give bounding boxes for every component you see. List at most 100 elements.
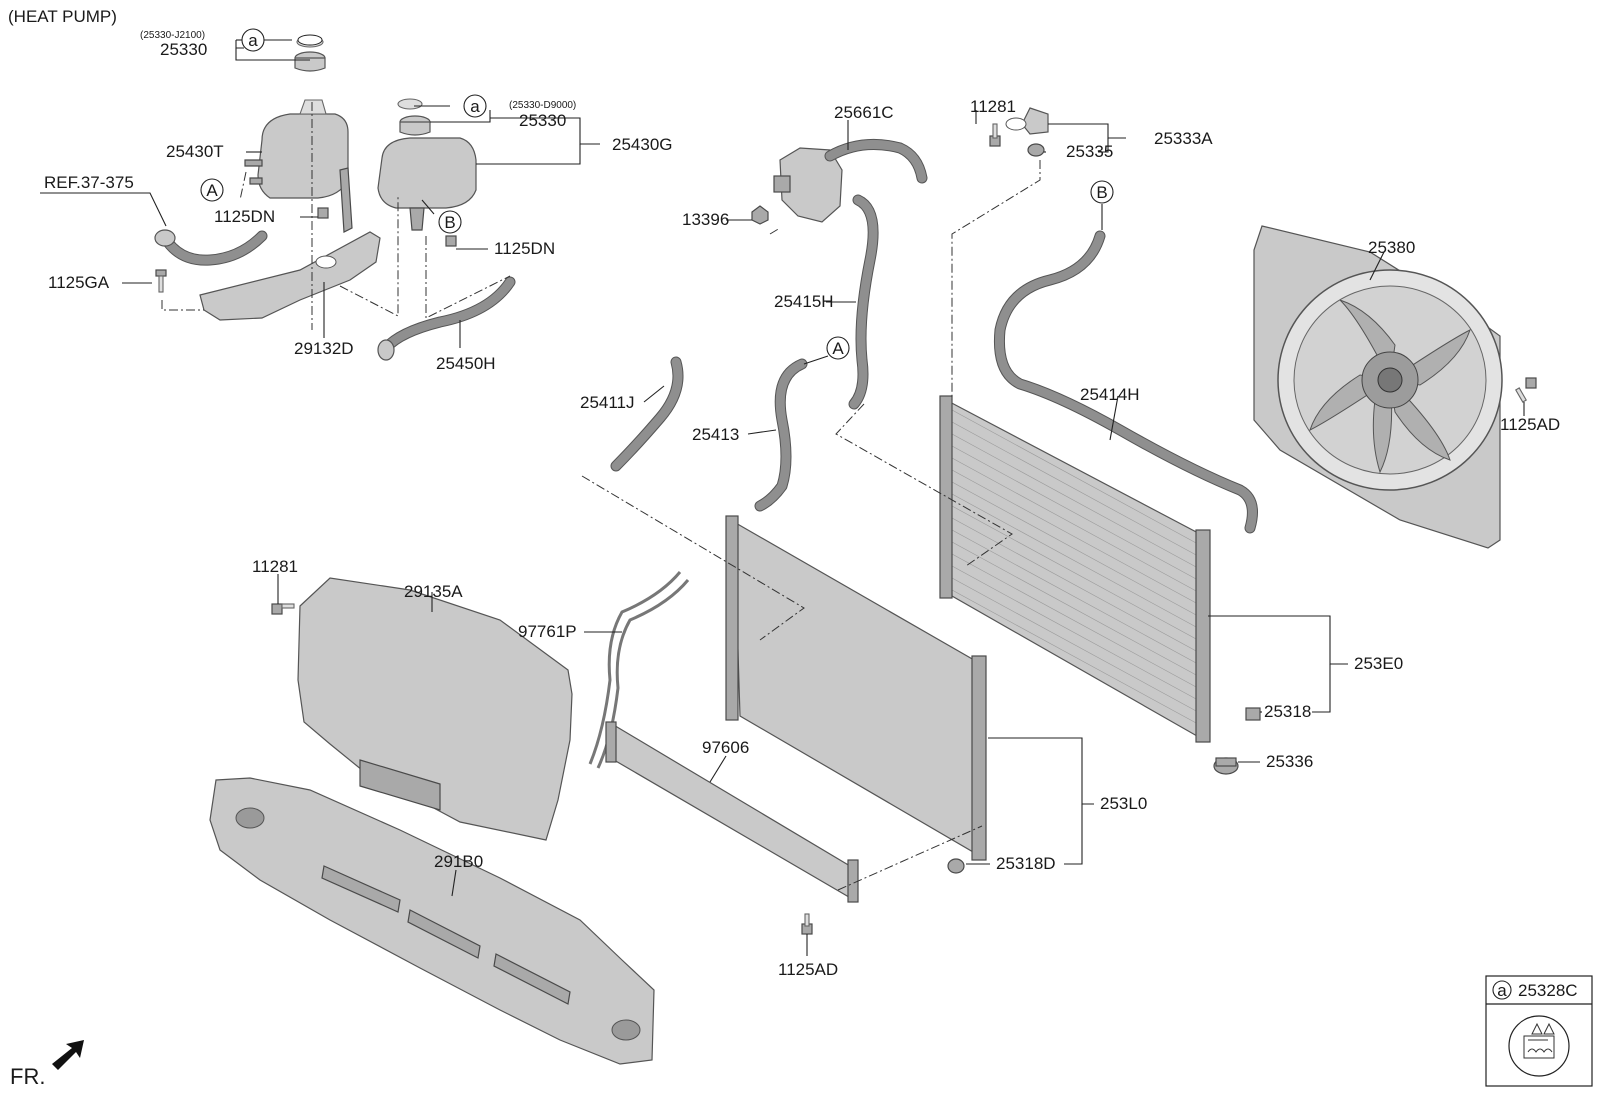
bolt-1125ad-bottom[interactable]	[801, 913, 813, 935]
bolt-1125ad-right[interactable]	[1515, 377, 1537, 403]
lower-guard-291b0[interactable]	[209, 777, 655, 1065]
label-bolt-1125ga[interactable]: 1125GA	[48, 273, 110, 292]
reservoir-25430t[interactable]	[244, 36, 349, 199]
bolt-11281-left[interactable]	[271, 603, 295, 615]
front-indicator: FR.	[10, 1040, 84, 1089]
radiator-253l0[interactable]	[725, 515, 987, 861]
radiator-fin-line	[951, 457, 1199, 593]
legend-callout-a: a	[1497, 981, 1507, 1000]
svg-text:A: A	[832, 339, 844, 358]
label-bolt-1125dn-1[interactable]: 1125DN	[214, 207, 275, 226]
radiator-fin-line	[951, 445, 1199, 581]
reservoir-25430g[interactable]	[377, 98, 477, 231]
callout-B-2[interactable]: B	[1090, 180, 1114, 204]
label-bracket[interactable]: 29132D	[294, 339, 354, 358]
radiator-fin-line	[951, 433, 1199, 569]
label-radiator-right[interactable]: 253E0	[1354, 654, 1403, 673]
svg-text:A: A	[206, 181, 218, 200]
svg-text:B: B	[1096, 183, 1107, 202]
label-part-25335[interactable]: 25335	[1066, 142, 1113, 161]
bolt-1125ga[interactable]	[155, 269, 167, 293]
warning-label-icon	[1508, 1015, 1570, 1077]
pipe-97761p[interactable]	[588, 571, 690, 769]
label-hose-25413[interactable]: 25413	[692, 425, 739, 444]
radiator-fin-line	[951, 565, 1199, 701]
mount-25336[interactable]	[1213, 757, 1239, 775]
legend-part-number: 25328C	[1518, 981, 1578, 1000]
svg-text:a: a	[248, 31, 258, 50]
radiator-fin-line	[951, 541, 1199, 677]
callout-A-2[interactable]: A	[826, 336, 850, 360]
label-ref[interactable]: REF.37-375	[44, 173, 134, 192]
radiator-fin-line	[951, 421, 1199, 557]
label-valve[interactable]: 25661C	[834, 103, 894, 122]
label-nut-13396[interactable]: 13396	[682, 210, 729, 229]
o-ring-icon-1	[297, 34, 323, 46]
ref-hose-37-375[interactable]	[154, 229, 268, 266]
label-fan-shroud[interactable]: 25380	[1368, 238, 1415, 257]
label-cap-variant-1: (25330-J2100)	[140, 30, 205, 41]
legend-box[interactable]: a 25328C	[1485, 975, 1593, 1087]
label-mount-25336[interactable]: 25336	[1266, 752, 1313, 771]
label-lower-guard[interactable]: 291B0	[434, 852, 483, 871]
label-hose-25450h[interactable]: 25450H	[436, 354, 496, 373]
label-air-guard[interactable]: 29135A	[404, 582, 463, 601]
bolt-11281-top[interactable]	[989, 123, 1001, 147]
nut-13396[interactable]	[751, 205, 769, 225]
callout-B-1[interactable]: B	[438, 210, 462, 234]
label-hose-25415h[interactable]: 25415H	[774, 292, 834, 311]
hose-25415h[interactable]	[848, 194, 879, 410]
arrow-front-icon	[52, 1040, 84, 1070]
assembly-dash-lines	[161, 102, 1041, 891]
radiator-fin-line	[951, 493, 1199, 629]
part-25333a[interactable]	[1005, 107, 1049, 135]
label-bolt-1125ad-right[interactable]: 1125AD	[1500, 415, 1560, 434]
radiator-fin-line	[951, 589, 1199, 725]
radiator-fin-line	[951, 469, 1199, 605]
part-25335[interactable]	[1027, 143, 1045, 157]
drain-25318[interactable]	[1245, 707, 1261, 721]
label-reservoir-2[interactable]: 25430G	[612, 135, 673, 154]
label-pipe-97761p[interactable]: 97761P	[518, 622, 577, 641]
label-bolt-1125dn-2[interactable]: 1125DN	[494, 239, 555, 258]
part-labels: (25330-J2100) 25330 25430T REF.37-375 11…	[44, 30, 1560, 979]
radiator-fin-line	[951, 481, 1199, 617]
condenser-97606[interactable]	[605, 721, 859, 903]
radiator-fin-line	[951, 505, 1199, 641]
bolt-1125dn-1[interactable]	[317, 207, 329, 219]
radiator-fin-line	[951, 517, 1199, 653]
label-part-25333a[interactable]: 25333A	[1154, 129, 1213, 148]
front-label: FR.	[10, 1064, 45, 1089]
callout-a-1[interactable]: a	[241, 28, 265, 52]
label-drain-25318d[interactable]: 25318D	[996, 854, 1056, 873]
label-bolt-1125ad-bottom[interactable]: 1125AD	[778, 960, 838, 979]
bracket-29132d[interactable]	[199, 167, 381, 321]
bolt-1125dn-2[interactable]	[445, 235, 457, 247]
label-radiator-mid[interactable]: 253L0	[1100, 794, 1147, 813]
radiator-253e0[interactable]	[939, 395, 1211, 743]
hose-25411j[interactable]	[610, 356, 684, 472]
hose-25414h[interactable]	[993, 230, 1258, 534]
label-drain-25318[interactable]: 25318	[1264, 702, 1311, 721]
drain-25318d[interactable]	[947, 858, 965, 874]
label-cap-2[interactable]: 25330	[519, 111, 566, 130]
radiator-fin-line	[951, 553, 1199, 689]
label-reservoir-1[interactable]: 25430T	[166, 142, 224, 161]
fan-shroud-25380[interactable]	[1253, 225, 1503, 549]
label-condenser[interactable]: 97606	[702, 738, 749, 757]
label-cap-1[interactable]: 25330	[160, 40, 207, 59]
air-guard-29135a[interactable]	[297, 577, 573, 841]
label-hose-25414h[interactable]: 25414H	[1080, 385, 1140, 404]
hose-25413[interactable]	[754, 358, 808, 512]
callout-A-1[interactable]: A	[200, 178, 224, 202]
hose-25450h[interactable]	[377, 276, 516, 361]
callout-a-2[interactable]: a	[463, 94, 487, 118]
label-hose-25411j[interactable]: 25411J	[580, 393, 635, 412]
label-bolt-11281-top[interactable]: 11281	[970, 97, 1016, 116]
radiator-fin-line	[951, 577, 1199, 713]
valve-25661c[interactable]	[773, 138, 928, 223]
label-bolt-11281-left[interactable]: 11281	[252, 557, 298, 576]
leader-lines	[40, 39, 1525, 956]
radiator-fin-line	[951, 409, 1199, 545]
